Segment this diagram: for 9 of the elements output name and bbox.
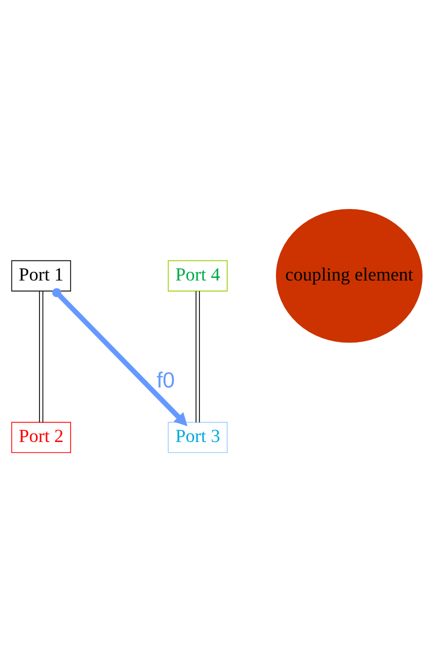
node-box: Port 1 [11, 260, 72, 291]
connector [39, 290, 44, 422]
node-circle: coupling element [276, 208, 423, 342]
edge-label: f0 [156, 367, 175, 392]
arrow [52, 288, 188, 426]
node-box: Port 3 [168, 421, 228, 453]
node-box: Port 2 [11, 421, 72, 453]
connector [196, 290, 200, 422]
node-box: Port 4 [168, 260, 228, 291]
